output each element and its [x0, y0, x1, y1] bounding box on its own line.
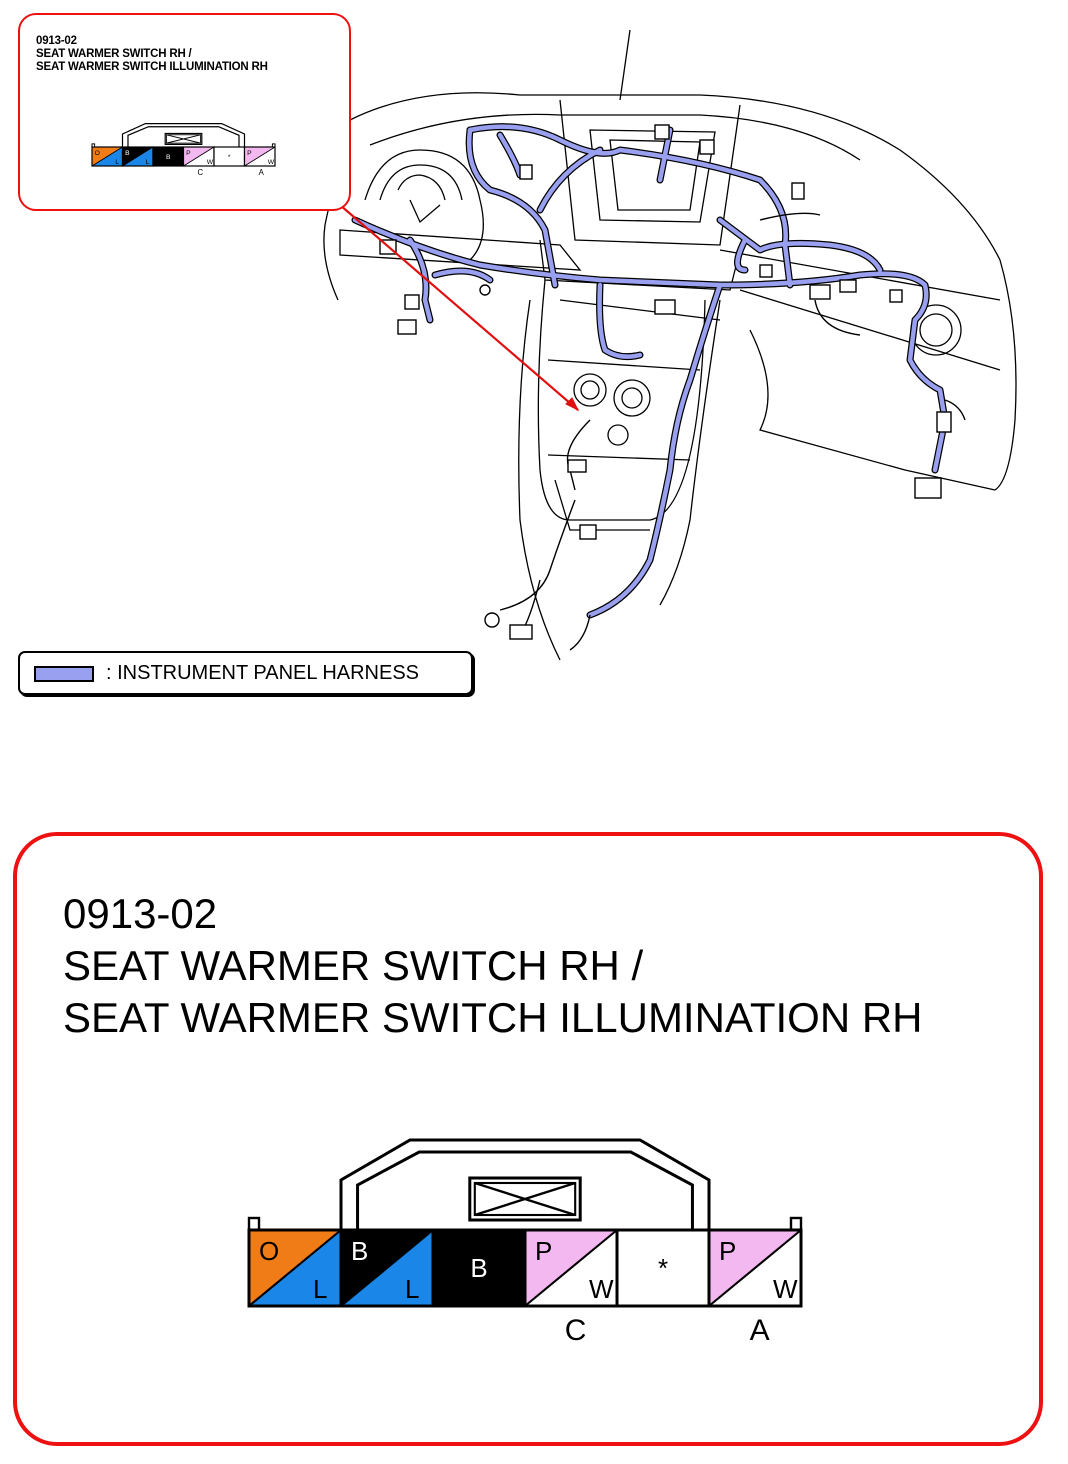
large-cavity-color-top-text: P: [719, 1236, 736, 1266]
small-cavity-color-top-text: P: [186, 150, 191, 157]
small-lock-cross: [166, 134, 201, 144]
other-wiring: [499, 212, 966, 651]
large-cavity-color-bottom-text: W: [773, 1274, 798, 1304]
large-latch-outer: [339, 1138, 711, 1230]
large-cavity: BL: [339, 1228, 435, 1308]
small-cavity-color-bottom-text: L: [115, 159, 119, 166]
large-end-tab-right: [789, 1216, 803, 1232]
large-cavity-color: [617, 1230, 709, 1306]
small-cavity-divider: [183, 146, 215, 167]
large-cavity: PW: [523, 1228, 619, 1308]
connector-code-small: 0913-02: [36, 35, 77, 47]
small-cavity-color: [153, 147, 184, 166]
large-latch-inner: [356, 1150, 694, 1230]
small-cavity: OL: [91, 146, 124, 167]
small-latch-outer: [121, 123, 246, 147]
large-cavity-outline: [707, 1228, 803, 1308]
small-cavity-color-bottom-text: W: [207, 159, 214, 166]
large-cavity-divider: [340, 1229, 434, 1307]
small-cavity: *: [213, 146, 246, 167]
connector-callout-small: 0913-02 SEAT WARMER SWITCH RH / SEAT WAR…: [18, 13, 351, 211]
legend: : INSTRUMENT PANEL HARNESS: [18, 651, 473, 695]
large-cavity-color: [433, 1230, 525, 1306]
large-cavity-color-bottom-text: W: [589, 1274, 614, 1304]
connector-label-large: 0913-02 SEAT WARMER SWITCH RH / SEAT WAR…: [63, 888, 922, 1044]
large-cavity: *: [615, 1228, 711, 1308]
small-cavity: BL: [121, 146, 154, 167]
small-cavity-outline: [243, 146, 276, 167]
small-terminal-label: C: [197, 168, 203, 177]
small-cavity-color-top-text: O: [95, 150, 100, 157]
large-cavity-color-top-text: O: [259, 1236, 279, 1266]
large-end-tab-left: [247, 1216, 261, 1232]
small-cavity-color-bottom-text: W: [268, 159, 275, 166]
small-latch-inner: [127, 126, 240, 147]
small-cavity-divider: [122, 146, 154, 167]
legend-swatch: [34, 666, 94, 682]
large-lock-cross: [474, 1181, 576, 1217]
leader-line: [339, 204, 579, 411]
large-cavity: B: [431, 1228, 527, 1308]
small-cavity-color-bottom-text: L: [146, 159, 150, 166]
large-cavity-divider: [524, 1229, 618, 1307]
small-terminal-label: A: [259, 168, 265, 177]
small-cavity-color: [214, 147, 245, 166]
connector-name-line2-small: SEAT WARMER SWITCH ILLUMINATION RH: [36, 61, 268, 73]
large-cavity-color-text: B: [470, 1253, 487, 1283]
large-cavity-divider: [248, 1229, 342, 1307]
large-terminal-label: A: [750, 1314, 770, 1347]
large-cavity-color-bottom-text: L: [313, 1274, 327, 1304]
small-cavity: PW: [182, 146, 215, 167]
small-cavity: PW: [243, 146, 276, 167]
instrument-panel-harness-fill: [352, 124, 948, 618]
large-cavity-color-top-text: B: [351, 1236, 368, 1266]
small-cavity-color-text: B: [166, 154, 171, 161]
small-cavity-divider: [91, 146, 123, 167]
small-cavity-divider: [244, 146, 276, 167]
large-cavity-color-top-text: P: [535, 1236, 552, 1266]
dashboard-outline: [323, 29, 1017, 661]
leader-arrow: [565, 397, 580, 412]
connector-name-line1-small: SEAT WARMER SWITCH RH /: [36, 48, 192, 60]
large-cavity-divider: [708, 1229, 802, 1307]
large-cavity-color-bottom-text: L: [405, 1274, 419, 1304]
small-cavity-color-top-text: B: [125, 150, 130, 157]
large-cavity-color-text: *: [658, 1253, 668, 1283]
connector-callout-large: 0913-02 SEAT WARMER SWITCH RH / SEAT WAR…: [13, 832, 1043, 1446]
connector-name-line1: SEAT WARMER SWITCH RH /: [63, 942, 644, 989]
small-lock-box-inner: [166, 134, 201, 144]
large-lock-box-inner: [473, 1181, 577, 1217]
small-cavity-color-text: *: [228, 154, 231, 161]
legend-label: : INSTRUMENT PANEL HARNESS: [106, 662, 420, 684]
large-cavity: OL: [247, 1228, 343, 1308]
connectors: [379, 124, 952, 640]
connector-label-small: 0913-02 SEAT WARMER SWITCH RH / SEAT WAR…: [36, 35, 268, 74]
small-cavity: B: [152, 146, 185, 167]
connector-code: 0913-02: [63, 890, 218, 937]
small-cavity-color-top-text: P: [247, 150, 252, 157]
large-terminal-label: C: [565, 1314, 587, 1347]
connector-name-line2: SEAT WARMER SWITCH ILLUMINATION RH: [63, 994, 923, 1041]
large-cavity: PW: [707, 1228, 803, 1308]
instrument-panel-harness: [351, 123, 949, 619]
